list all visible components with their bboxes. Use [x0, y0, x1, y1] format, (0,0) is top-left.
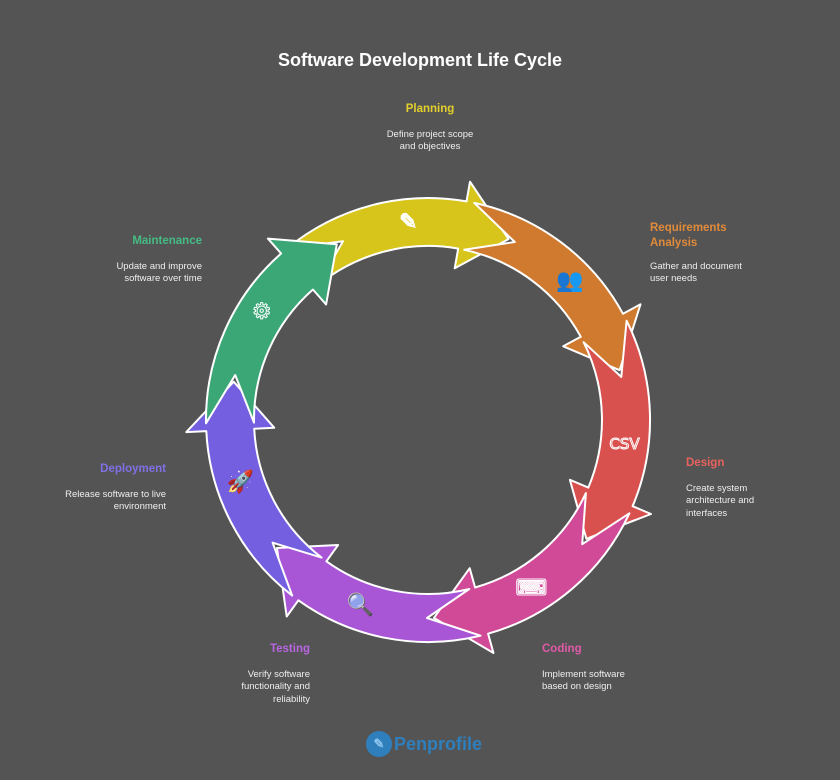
stage-desc: Gather and document user needs: [650, 260, 742, 285]
stage-title: Planning: [405, 103, 455, 115]
arrow-segment-maintenance: [204, 237, 338, 425]
arrow-segment-requirements-analysis: [463, 201, 642, 372]
stage-title: Requirements Analysis: [650, 222, 727, 249]
label-coding: Coding Implement software based on desig…: [542, 642, 652, 694]
wrench-gear-icon: ⚙: [252, 300, 272, 325]
bug-search-icon: 🔍: [347, 590, 374, 618]
logo-text: Penprofile: [394, 733, 483, 754]
stage-desc: Update and improve software over time: [116, 260, 202, 285]
stage-desc: Release software to live environment: [65, 488, 166, 513]
pen-icon: ✎: [366, 731, 392, 757]
stage-desc: Verify software functionality and reliab…: [241, 668, 310, 705]
label-planning: Planning Define project scope and object…: [350, 102, 510, 154]
stage-title: Maintenance: [132, 235, 202, 247]
stage-desc: Create system architecture and interface…: [686, 482, 755, 519]
stage-title: Coding: [542, 643, 582, 655]
label-maintenance: Maintenance Update and improve software …: [92, 234, 202, 286]
label-deployment: Deployment Release software to live envi…: [56, 462, 166, 514]
arrow-segment-planning: [286, 180, 510, 287]
diagram-title: Software Development Life Cycle: [277, 50, 563, 70]
stage-title: Design: [686, 457, 725, 469]
stage-title: Testing: [269, 643, 310, 655]
checklist-team-icon: ✎: [399, 210, 417, 235]
csv-file-icon: CSV: [609, 435, 640, 453]
arrow-segment-coding: [432, 492, 631, 654]
label-requirements: Requirements Analysis Gather and documen…: [650, 221, 760, 286]
stage-desc: Define project scope and objectives: [386, 128, 474, 153]
stage-title: Deployment: [100, 463, 166, 475]
users-chat-icon: 👥: [556, 269, 583, 294]
stage-desc: Implement software based on design: [542, 668, 625, 693]
penprofile-logo: ✎ Penprofile: [366, 731, 482, 757]
keyboard-hands-icon: ⌨: [515, 576, 547, 601]
arrow-segment-deployment: [185, 380, 323, 597]
arrow-segment-design: [568, 319, 652, 540]
arrow-segment-testing: [276, 544, 482, 643]
rocket-icon: 🚀: [227, 469, 254, 495]
label-design: Design Create system architecture and in…: [686, 456, 776, 520]
label-testing: Testing Verify software functionality an…: [220, 642, 310, 706]
